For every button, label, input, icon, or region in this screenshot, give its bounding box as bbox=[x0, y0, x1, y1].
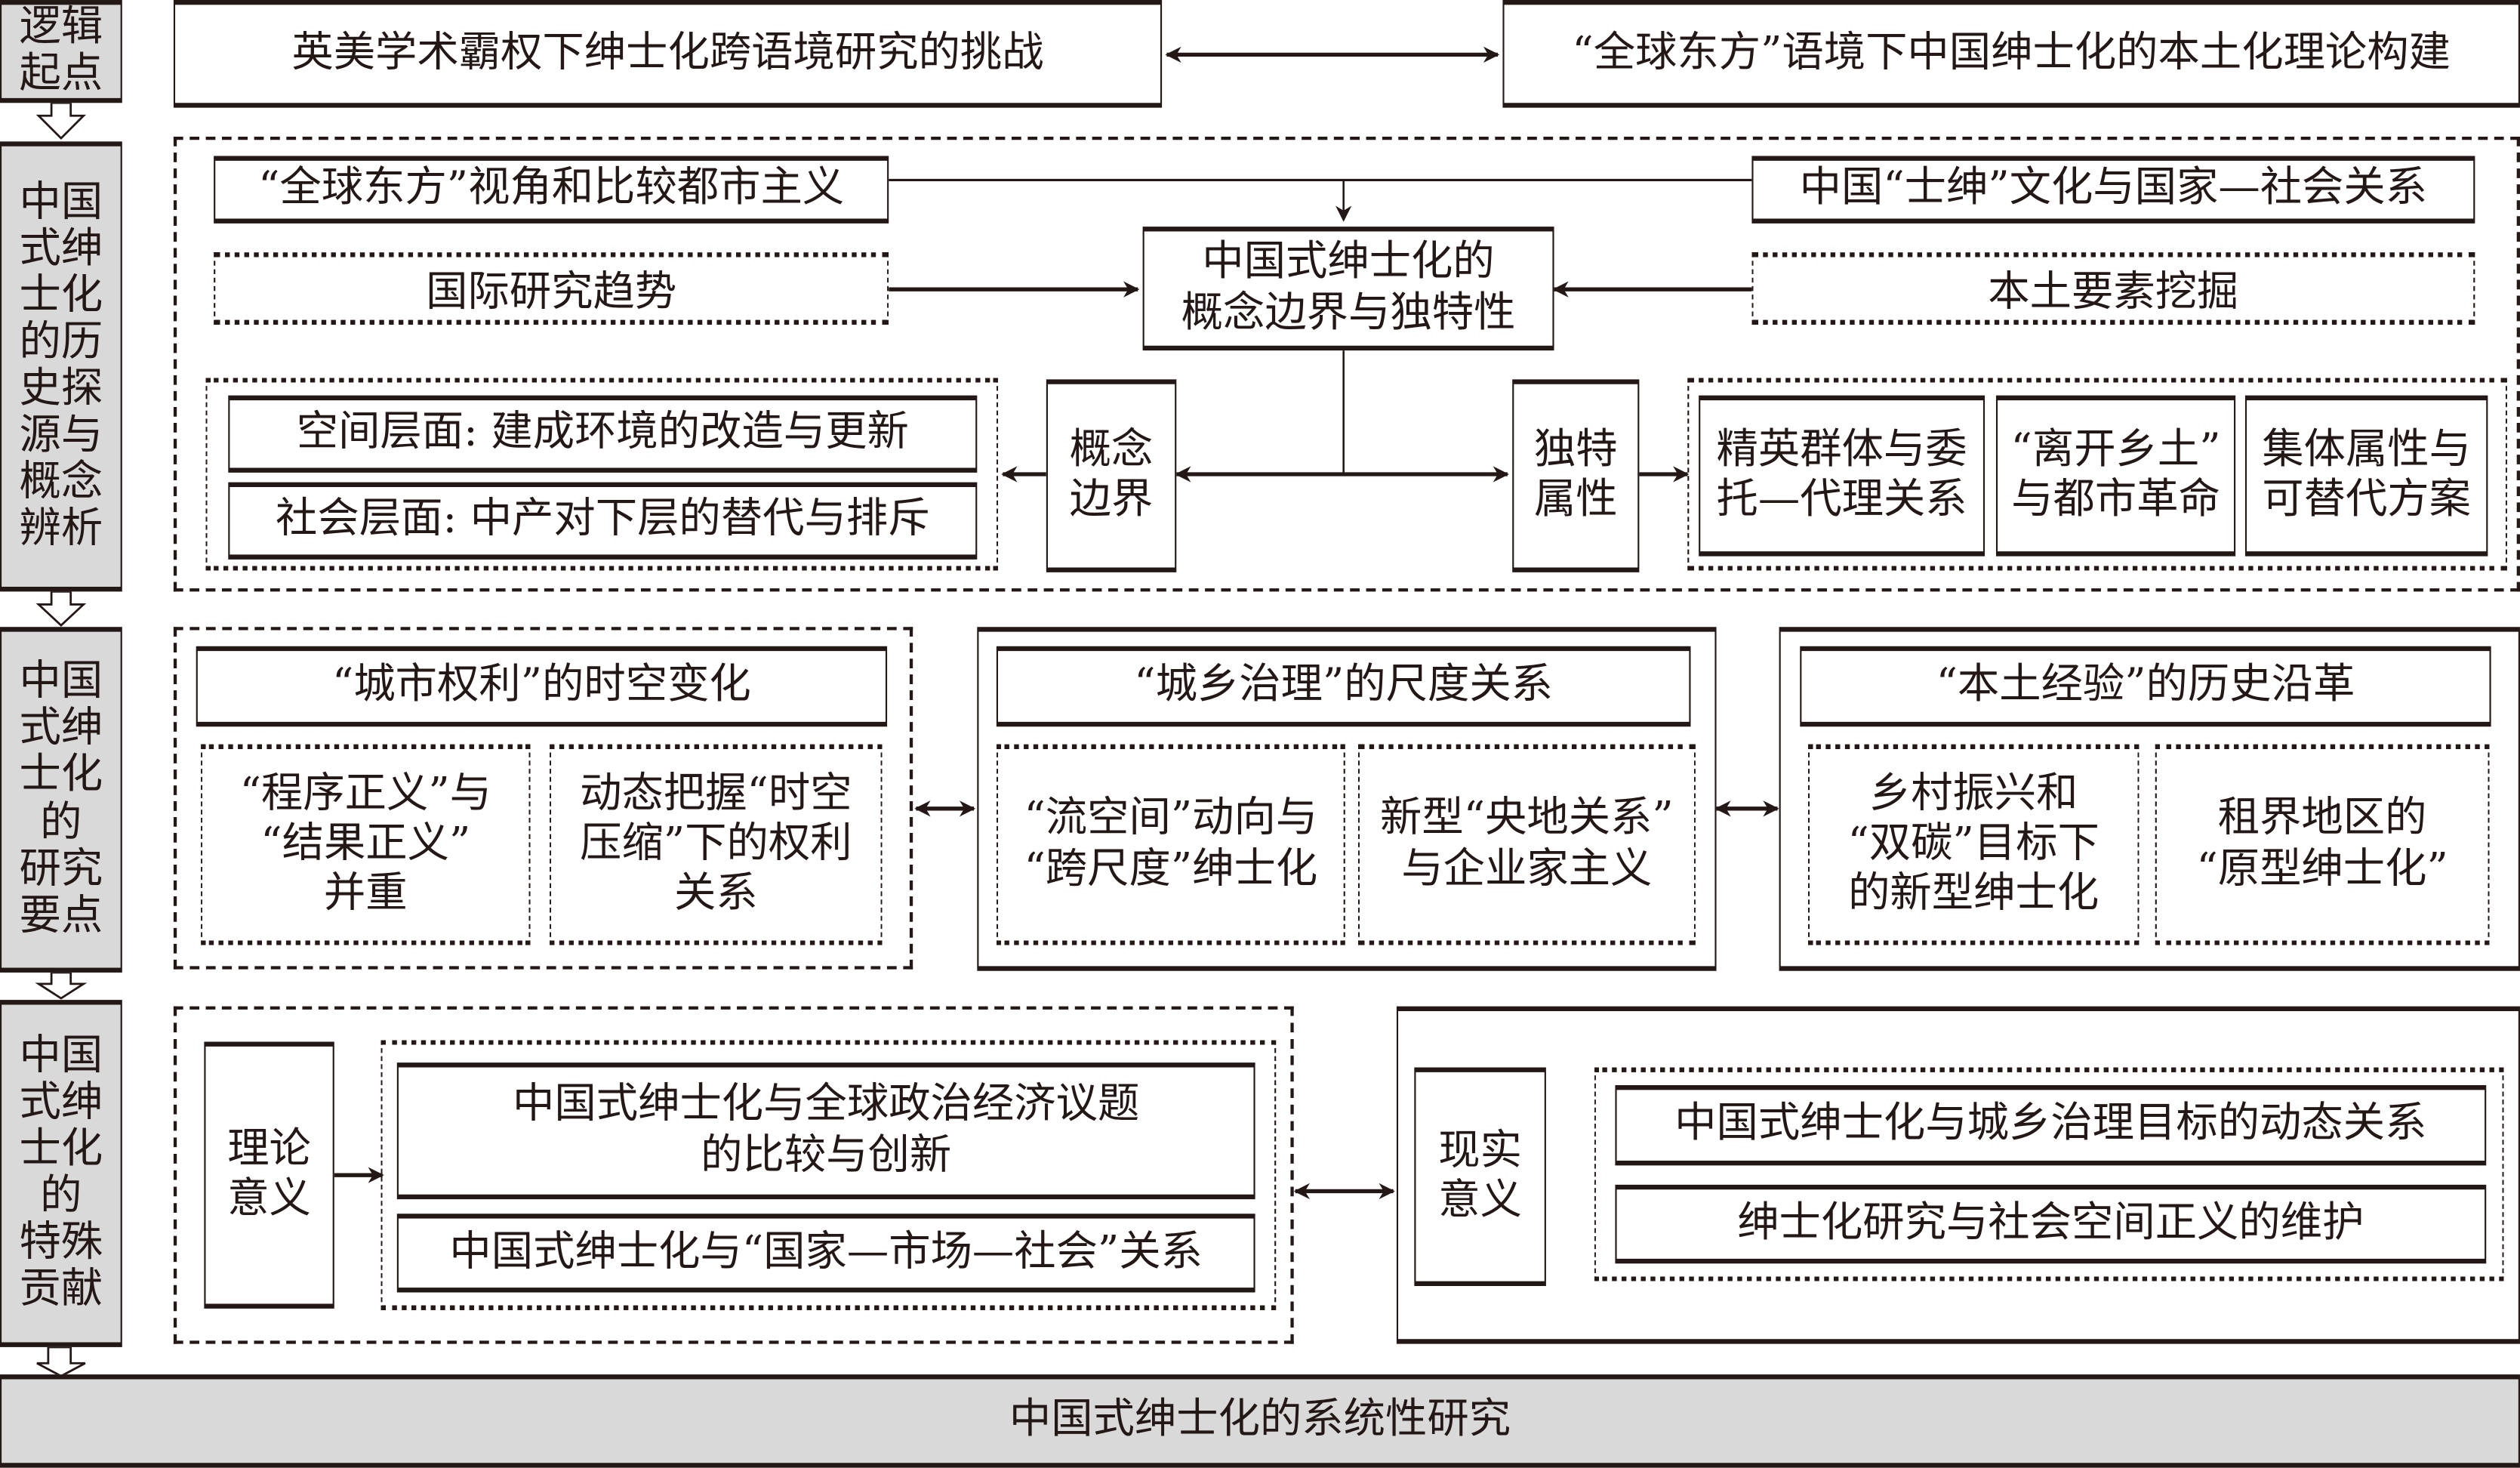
uniqueness-item: 集体属性与 可替代方案 bbox=[2244, 395, 2488, 557]
boundary-items-group bbox=[205, 378, 998, 571]
practice-label-box: 现实 意义 bbox=[1414, 1067, 1546, 1287]
stage-arrow bbox=[35, 591, 87, 627]
conclusion-box: 中国式绅士化的系统性研究 bbox=[0, 1374, 2520, 1468]
theory-significance-group bbox=[173, 1006, 1294, 1344]
key-point-item: 乡村振兴和 “双碳”目标下 的新型绅士化 bbox=[1807, 744, 2140, 945]
local-elements-box: 本土要素挖掘 bbox=[1751, 252, 2475, 325]
key-point-item: 新型“央地关系” 与企业家主义 bbox=[1357, 744, 1696, 945]
boundary-label-box: 概念 边界 bbox=[1046, 379, 1177, 572]
boundary-item: 空间层面: 建成环境的改造与更新 bbox=[228, 395, 978, 473]
theory-label-box: 理论 意义 bbox=[204, 1041, 334, 1309]
theory-construction-box: “全球东方”语境下中国绅士化的本土化理论构建 bbox=[1502, 0, 2520, 108]
stage-contribution: 中国 式绅 士化 的 特殊 贡献 bbox=[0, 1000, 122, 1347]
theory-items-group bbox=[380, 1040, 1277, 1310]
practice-item: 绅士化研究与社会空间正义的维护 bbox=[1615, 1184, 2487, 1264]
stage-arrow bbox=[35, 971, 88, 1000]
history-section bbox=[173, 136, 2520, 592]
stage-arrow bbox=[36, 1346, 86, 1377]
uniqueness-label-box: 独特 属性 bbox=[1512, 379, 1640, 572]
global-east-perspective-box: “全球东方”视角和比较都市主义 bbox=[214, 156, 889, 224]
practice-significance-group bbox=[1396, 1006, 2520, 1344]
key-point-item: 动态把握“时空 压缩”下的权利 关系 bbox=[550, 744, 883, 945]
boundary-item: 社会层面: 中产对下层的替代与排斥 bbox=[228, 482, 978, 560]
stage-history: 中国 式绅 士化 的历 史探 源与 概念 辨析 bbox=[0, 141, 122, 592]
gentry-culture-box: 中国“士绅”文化与国家—社会关系 bbox=[1751, 156, 2475, 224]
international-trend-box: 国际研究趋势 bbox=[214, 252, 889, 325]
uniqueness-items-group bbox=[1687, 378, 2507, 571]
theory-item: 中国式绅士化与“国家—市场—社会”关系 bbox=[396, 1214, 1255, 1293]
key-point-title: “本土经验”的历史沿革 bbox=[1800, 646, 2491, 727]
theory-item: 中国式绅士化与全球政治经济议题 的比较与创新 bbox=[396, 1062, 1255, 1200]
key-point-item: “流空间”动向与 “跨尺度”绅士化 bbox=[996, 744, 1345, 945]
concept-center-box: 中国式绅士化的 概念边界与独特性 bbox=[1142, 227, 1554, 351]
key-point-title: “城乡治理”的尺度关系 bbox=[996, 646, 1691, 727]
stage-key-points: 中国 式绅 士化 的 研究 要点 bbox=[0, 627, 122, 973]
stage-logic-start: 逻辑 起点 bbox=[0, 0, 122, 103]
key-point-item: 租界地区的 “原型绅士化” bbox=[2155, 744, 2490, 945]
stage-arrow bbox=[35, 101, 87, 140]
practice-items-group bbox=[1594, 1067, 2504, 1281]
key-point-title: “城市权利”的时空变化 bbox=[196, 646, 888, 727]
key-point-item: “程序正义”与 “结果正义” 并重 bbox=[201, 744, 531, 945]
uniqueness-item: “离开乡土” 与都市革命 bbox=[1995, 395, 2236, 557]
uniqueness-item: 精英群体与委 托—代理关系 bbox=[1699, 395, 1986, 557]
challenge-box: 英美学术霸权下绅士化跨语境研究的挑战 bbox=[173, 0, 1163, 108]
key-point-group bbox=[173, 627, 913, 970]
practice-item: 中国式绅士化与城乡治理目标的动态关系 bbox=[1615, 1084, 2487, 1166]
